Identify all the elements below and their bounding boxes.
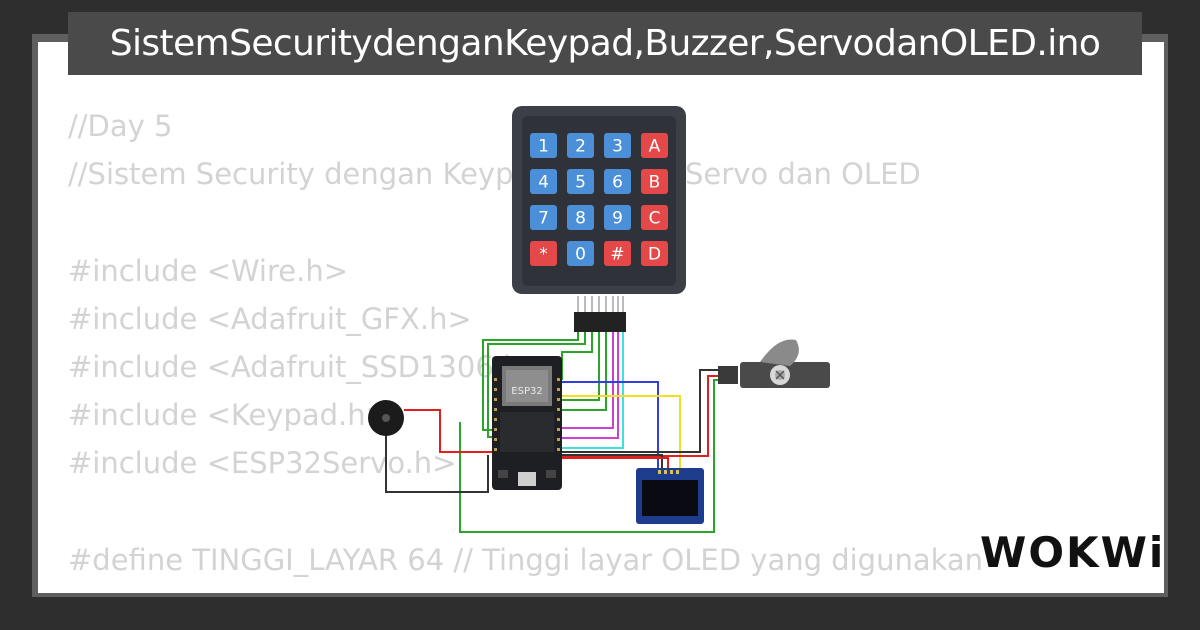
keypad-key-label: 0 — [575, 245, 586, 265]
servo-motor — [718, 339, 830, 388]
keypad-key-label: A — [649, 137, 661, 157]
code-line: #include <Adafruit_GFX.h> — [68, 301, 472, 336]
keypad-key[interactable]: 4 — [530, 169, 557, 194]
keypad-key[interactable]: 1 — [530, 133, 557, 158]
wire-keypad-8 — [562, 332, 624, 449]
wires — [385, 332, 722, 533]
wire-servo-signal — [459, 379, 722, 533]
keypad-key[interactable]: 5 — [567, 169, 594, 194]
wire-oled-sda — [562, 381, 659, 470]
keypad-key-label: 9 — [612, 209, 623, 229]
keypad-key-label: # — [610, 245, 624, 265]
keypad-key-label: 2 — [575, 137, 586, 157]
wire-oled-vcc — [562, 457, 669, 470]
keypad-key[interactable]: B — [641, 169, 668, 194]
wire-oled-scl — [562, 395, 681, 470]
wire-keypad-1 — [482, 332, 579, 431]
keypad-key-label: D — [648, 245, 661, 265]
keypad-key[interactable]: * — [530, 241, 557, 266]
wire-servo-gnd — [562, 369, 720, 453]
keypad-key-label: 1 — [538, 137, 549, 157]
code-line: #include <Adafruit_SSD1306.h> — [68, 349, 546, 384]
code-line: #define TINGGI_LAYAR 64 // Tinggi layar … — [68, 542, 984, 577]
keypad-key-label: * — [539, 245, 548, 265]
keypad-key-label: C — [649, 209, 661, 229]
buzzer — [368, 400, 404, 436]
esp32-board: ESP32 — [492, 356, 562, 490]
wire-oled-gnd — [562, 454, 663, 470]
keypad-key-label: 6 — [612, 173, 623, 193]
keypad-key[interactable]: 7 — [530, 205, 557, 230]
keypad-key[interactable]: 3 — [604, 133, 631, 158]
wokwi-logo: WOKWi — [980, 528, 1166, 577]
keypad-key-label: 3 — [612, 137, 623, 157]
esp32-label: ESP32 — [511, 386, 542, 397]
wire-keypad-4 — [562, 332, 600, 401]
wire-keypad-6 — [562, 332, 614, 429]
keypad-key[interactable]: C — [641, 205, 668, 230]
wire-keypad-5 — [562, 332, 607, 411]
wire-servo-vcc — [562, 375, 722, 457]
keypad-key-label: 8 — [575, 209, 586, 229]
code-line: //Day 5 — [68, 109, 173, 143]
keypad-key-label: 7 — [538, 209, 549, 229]
keypad-key[interactable]: A — [641, 133, 668, 158]
wire-buzzer-minus — [385, 430, 489, 493]
keypad-key[interactable]: 2 — [567, 133, 594, 158]
keypad-key-label: 5 — [575, 173, 586, 193]
keypad-key[interactable]: 6 — [604, 169, 631, 194]
wire-buzzer-plus — [404, 409, 500, 453]
code-line: #define LEBAR_LAYAR 128 // Lebar layar O… — [68, 584, 988, 593]
code-line: #include <Keypad.h> — [68, 398, 390, 433]
keypad-key[interactable]: 9 — [604, 205, 631, 230]
page-title: SistemSecuritydenganKeypad,Buzzer,Servod… — [68, 12, 1142, 75]
keypad-key-label: 4 — [538, 173, 549, 193]
wire-keypad-2 — [487, 332, 586, 438]
keypad-key[interactable]: D — [641, 241, 668, 266]
oled-display — [636, 468, 704, 524]
code-line: #include <ESP32Servo.h> — [68, 446, 457, 481]
keypad-connector — [574, 296, 626, 332]
wire-keypad-7 — [562, 332, 619, 439]
keypad-key[interactable]: 0 — [567, 241, 594, 266]
keypad-4x4: 1 2 3 A 4 5 6 B 7 8 9 C * 0 # D — [512, 106, 686, 294]
keypad-key[interactable]: 8 — [567, 205, 594, 230]
keypad-keys: 1 2 3 A 4 5 6 B 7 8 9 C * 0 # D — [530, 133, 668, 266]
keypad-key-label: B — [649, 173, 661, 193]
code-line: #include <Wire.h> — [68, 253, 349, 288]
keypad-key[interactable]: # — [604, 241, 631, 266]
